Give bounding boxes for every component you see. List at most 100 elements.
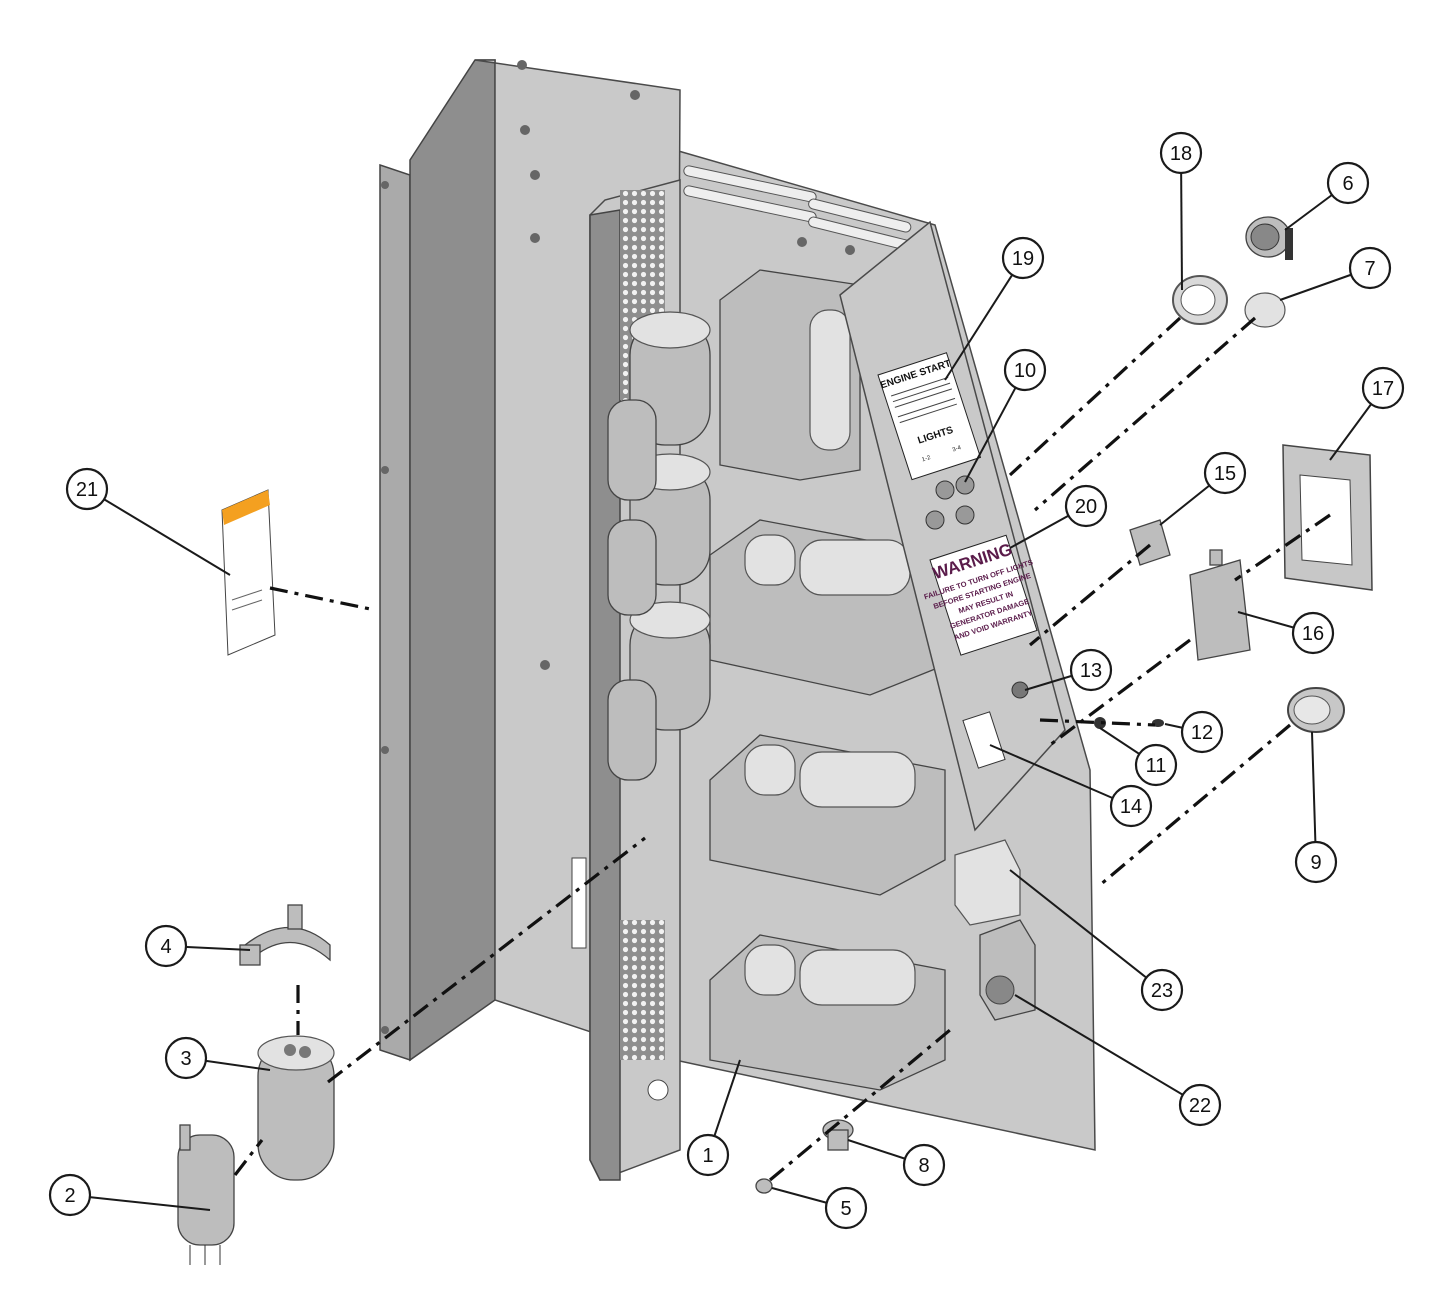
callout-5: 5	[824, 1186, 868, 1230]
callout-11: 11	[1134, 743, 1178, 787]
screw	[755, 1178, 773, 1194]
callout-4: 4	[144, 924, 188, 968]
callout-3: 3	[164, 1036, 208, 1080]
nut-11	[1094, 717, 1106, 729]
callout-number: 19	[1012, 248, 1034, 270]
callout-number: 17	[1372, 378, 1394, 400]
callout-circle	[1326, 161, 1370, 205]
callout-13: 13	[1069, 648, 1113, 692]
capacitor-stack	[607, 311, 711, 781]
callout-circle	[164, 1036, 208, 1080]
grommet-8	[822, 1119, 854, 1151]
callout-number: 21	[76, 479, 98, 501]
hour-meter	[1245, 216, 1293, 260]
callout-8: 8	[902, 1143, 946, 1187]
callout-circle	[1348, 246, 1392, 290]
callout-circle	[65, 467, 109, 511]
start-component	[177, 1124, 235, 1265]
transformer-3	[709, 734, 946, 896]
callout-circle	[1291, 611, 1335, 655]
toggle-switch	[1129, 519, 1171, 566]
callout-number: 20	[1075, 496, 1097, 518]
toggle-switch-group	[925, 475, 975, 530]
callout-number: 12	[1191, 722, 1213, 744]
callout-7: 7	[1348, 246, 1392, 290]
callout-circle	[1159, 131, 1203, 175]
leader-line-22	[1014, 994, 1201, 1106]
callout-number: 2	[64, 1185, 75, 1207]
transformer-top	[719, 269, 861, 481]
callout-16: 16	[1291, 611, 1335, 655]
callout-circle	[1294, 840, 1338, 884]
leader-line-10	[964, 369, 1026, 483]
leader-line-19	[944, 257, 1024, 381]
callout-17: 17	[1361, 366, 1405, 410]
leader-line-9	[1311, 731, 1317, 863]
callout-14: 14	[1109, 784, 1153, 828]
engine-lights-b: 3-4	[952, 445, 963, 454]
callout-circle	[1180, 710, 1224, 754]
assembly-lines	[233, 316, 1331, 1182]
callout-number: 14	[1120, 796, 1142, 818]
callout-circle	[686, 1133, 730, 1177]
callout-20: 20	[1064, 484, 1108, 528]
receptacle	[1189, 549, 1251, 661]
callout-number: 13	[1080, 660, 1102, 682]
callout-number: 6	[1342, 173, 1353, 195]
engine-lights-a: 1-2	[921, 455, 932, 464]
callout-number: 8	[918, 1155, 929, 1177]
callout-12: 12	[1180, 710, 1224, 754]
callout-circle	[824, 1186, 868, 1230]
callout-circle	[1069, 648, 1113, 692]
leader-line-14	[989, 744, 1132, 807]
transformer-4	[709, 934, 946, 1091]
callout-23: 23	[1140, 968, 1184, 1012]
callout-circle	[1140, 968, 1184, 1012]
callout-circle	[1134, 743, 1178, 787]
callout-6: 6	[1326, 161, 1370, 205]
callout-number: 23	[1151, 980, 1173, 1002]
callout-number: 3	[180, 1048, 191, 1070]
control-faceplate: ENGINE START LIGHTS 1-2 3-4 WARNING FAIL…	[839, 220, 1066, 832]
capacitor-loose	[257, 1035, 335, 1181]
callout-circle	[1361, 366, 1405, 410]
callout-22: 22	[1178, 1083, 1222, 1127]
leader-line-18	[1180, 152, 1183, 291]
callout-number: 15	[1214, 463, 1236, 485]
callout-number: 18	[1170, 143, 1192, 165]
callout-15: 15	[1203, 451, 1247, 495]
callout-circle	[1001, 236, 1045, 280]
clamp-bracket	[239, 904, 331, 966]
callout-2: 2	[48, 1173, 92, 1217]
callout-number: 22	[1189, 1095, 1211, 1117]
relay-23	[954, 839, 1021, 926]
leader-line-23	[1009, 869, 1163, 991]
callout-circle	[902, 1143, 946, 1187]
ring-18	[1172, 275, 1228, 325]
callout-number: 16	[1302, 623, 1324, 645]
leader-line-2	[69, 1194, 211, 1211]
callout-number: 7	[1364, 258, 1375, 280]
callout-number: 4	[160, 936, 171, 958]
callout-number: 10	[1014, 360, 1036, 382]
warning-label: WARNING FAILURE TO TURN OFF LIGHTS BEFOR…	[923, 534, 1038, 656]
callout-number: 11	[1146, 755, 1167, 777]
callout-number: 5	[840, 1198, 851, 1220]
callout-circle	[1003, 348, 1047, 392]
callout-circle	[1109, 784, 1153, 828]
callout-9: 9	[1294, 840, 1338, 884]
callout-number: 1	[702, 1145, 713, 1167]
callout-18: 18	[1159, 131, 1203, 175]
callout-1: 1	[686, 1133, 730, 1177]
leader-line-21	[86, 488, 231, 576]
callout-10: 10	[1003, 348, 1047, 392]
callout-circle	[48, 1173, 92, 1217]
cap-9	[1287, 687, 1345, 733]
callout-circle	[144, 924, 188, 968]
transformer-2	[709, 519, 946, 696]
callout-19: 19	[1001, 236, 1045, 280]
callout-number: 9	[1310, 852, 1321, 874]
